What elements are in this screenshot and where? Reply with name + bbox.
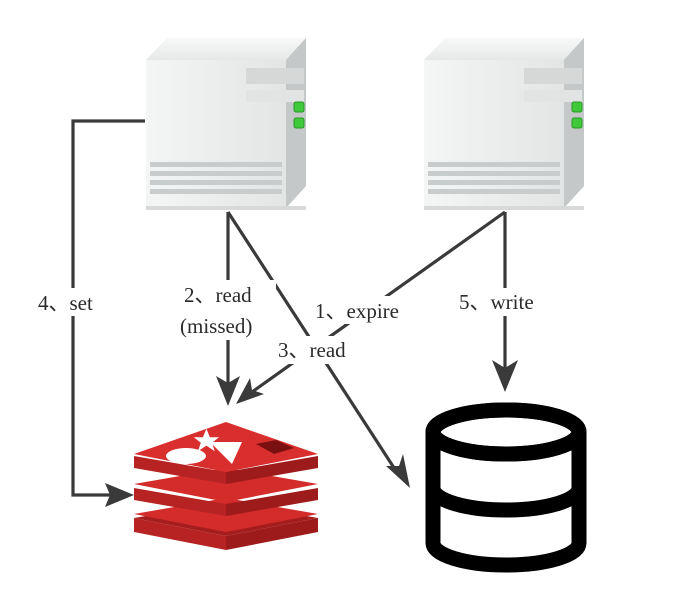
edge-read-label: 3、read bbox=[278, 338, 346, 362]
edge-set-label: 4、set bbox=[38, 291, 93, 315]
left-server-icon bbox=[146, 38, 306, 210]
arrowhead-read-missed bbox=[216, 376, 240, 406]
edge-read-missed-label-line2: (missed) bbox=[180, 314, 252, 338]
arrowhead-write bbox=[492, 360, 518, 392]
arrowhead-set bbox=[105, 483, 134, 507]
right-server-icon bbox=[424, 38, 584, 210]
arrowhead-expire bbox=[236, 378, 264, 404]
redis-icon bbox=[134, 422, 318, 550]
edge-expire-label: 1、expire bbox=[315, 299, 399, 323]
arrowheads bbox=[105, 360, 518, 507]
database-icon bbox=[425, 402, 587, 573]
edge-labels: 4、set 2、read (missed) 1、expire 3、read 5、… bbox=[34, 280, 555, 364]
edge-read-missed-label-line1: 2、read bbox=[184, 283, 252, 307]
arrowhead-read bbox=[386, 454, 410, 488]
edge-write-label: 5、write bbox=[459, 290, 534, 314]
